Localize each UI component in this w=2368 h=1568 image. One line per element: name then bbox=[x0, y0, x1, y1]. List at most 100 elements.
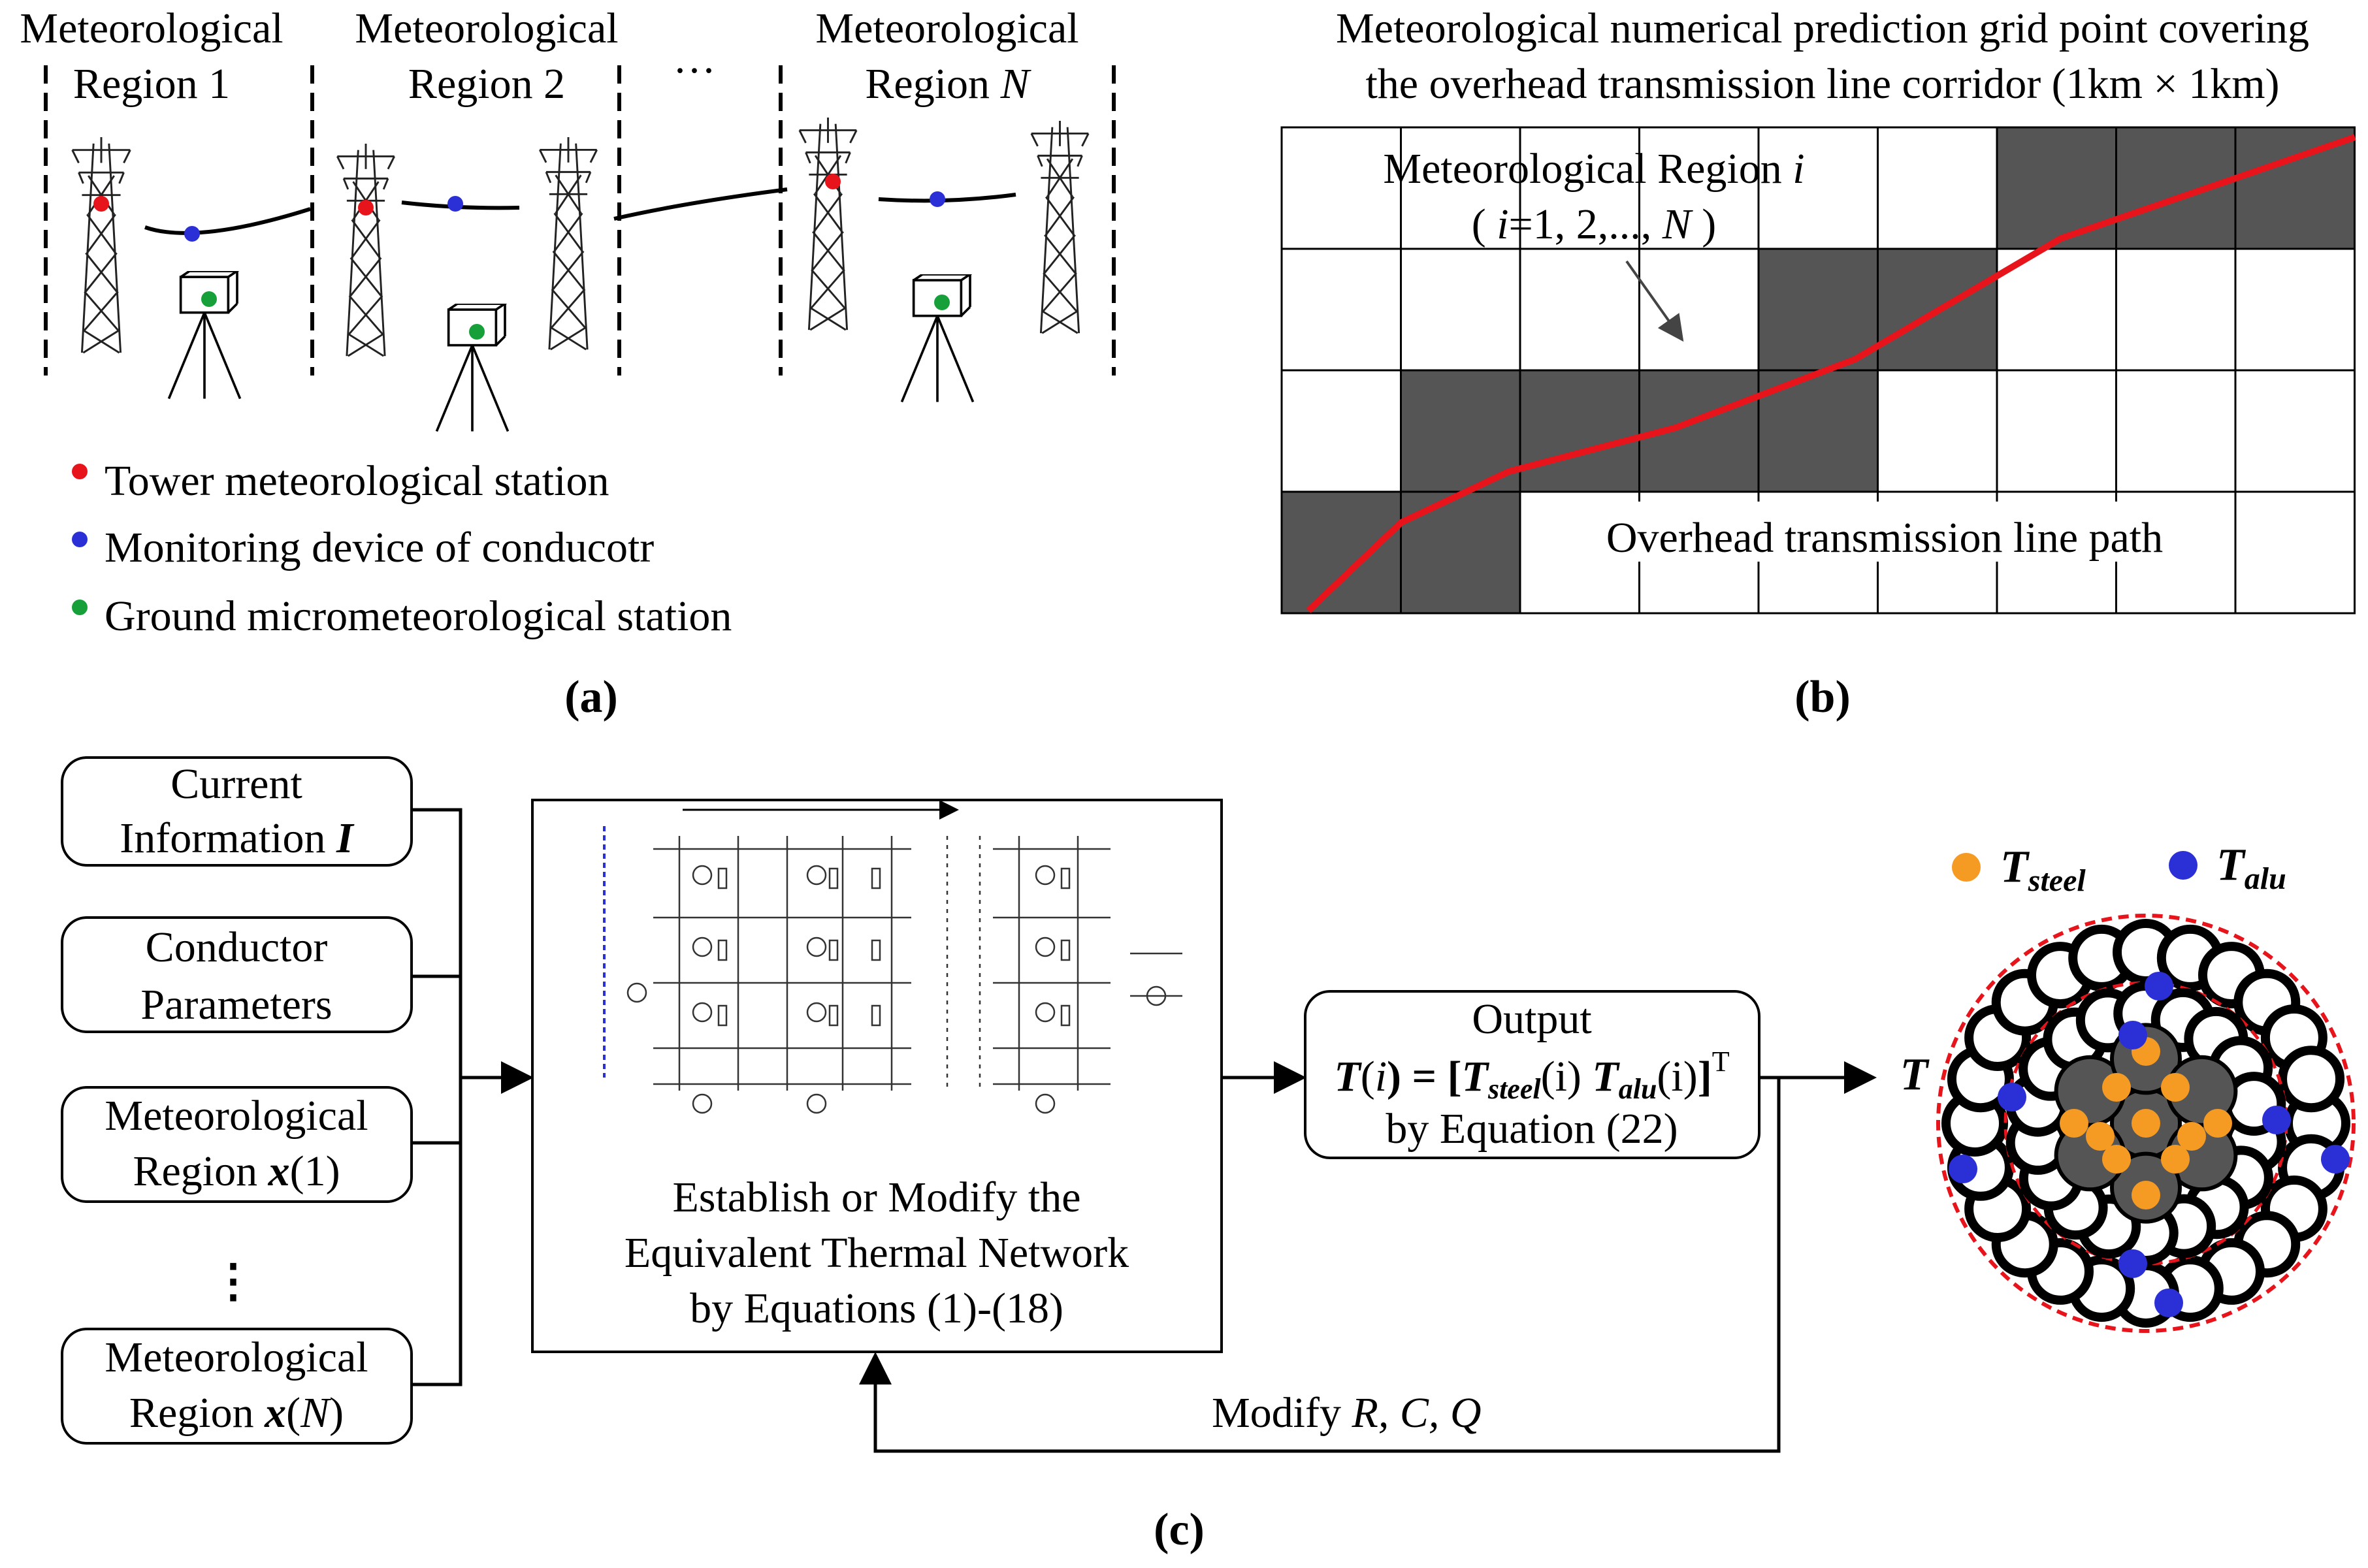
grid-cell bbox=[2115, 369, 2237, 493]
input-conductor-line2: Parameters bbox=[140, 981, 332, 1029]
transmission-tower-icon bbox=[1030, 121, 1090, 334]
input-region-1-line1: Meteorological bbox=[105, 1092, 368, 1140]
steel-temperature-point bbox=[2177, 1122, 2206, 1151]
region-i-label-line2: ( i=1, 2,..., N ) bbox=[1472, 200, 1717, 248]
grid-cell bbox=[1877, 369, 1998, 493]
grid-cell bbox=[1638, 248, 1760, 372]
region-1-title-line1: Meteorological bbox=[20, 5, 283, 52]
transmission-tower-icon bbox=[336, 144, 396, 357]
grid-cell-covered bbox=[2234, 126, 2356, 250]
grid-cell bbox=[2234, 248, 2356, 372]
steel-temperature-point bbox=[2086, 1122, 2115, 1151]
thermal-network-box bbox=[531, 799, 1223, 1353]
vertical-ellipsis: ⋮ bbox=[210, 1256, 256, 1307]
region-ellipsis: ··· bbox=[673, 47, 716, 95]
legend-label-ground-station: Ground micrometeorological station bbox=[105, 592, 732, 640]
aluminum-temperature-point bbox=[2262, 1106, 2291, 1134]
caption-c: (c) bbox=[1154, 1505, 1205, 1555]
panel-a-legend: Tower meteorological station Monitoring … bbox=[72, 457, 732, 640]
region-2-title-line1: Meteorological bbox=[355, 5, 618, 52]
panel-b-title-line2: the overhead transmission line corridor … bbox=[1365, 60, 2279, 108]
legend-red-dot bbox=[72, 464, 88, 479]
grid-cell-covered bbox=[1757, 248, 1879, 372]
legend-alu-dot bbox=[2169, 851, 2198, 880]
transmission-tower-icon bbox=[71, 137, 131, 354]
steel-temperature-point bbox=[2161, 1145, 2190, 1174]
conductor-line bbox=[878, 193, 1016, 203]
grid-cell bbox=[2234, 490, 2356, 615]
tower-station-dot bbox=[825, 174, 841, 189]
grid-cell bbox=[1877, 126, 1998, 250]
grid-cell bbox=[1519, 248, 1640, 372]
network-text-line3: by Equations (1)-(18) bbox=[690, 1285, 1063, 1332]
panel-b: Meteorological numerical prediction grid… bbox=[1280, 5, 2356, 722]
panel-b-title-line1: Meteorological numerical prediction grid… bbox=[1336, 5, 2309, 52]
transmission-tower-icon bbox=[538, 137, 598, 351]
grid-cell bbox=[1400, 248, 1521, 372]
grid-cell-covered bbox=[1400, 369, 1521, 493]
input-region-n-line1: Meteorological bbox=[105, 1334, 368, 1381]
ground-station-dot bbox=[201, 291, 217, 307]
aluminum-temperature-point bbox=[2145, 972, 2173, 1000]
grid-cell bbox=[2234, 369, 2356, 493]
feedback-label: Modify R, C, Q bbox=[1212, 1389, 1482, 1437]
aluminum-temperature-point bbox=[2118, 1249, 2147, 1278]
monitoring-device-dot bbox=[930, 191, 945, 207]
grid-cell bbox=[1280, 248, 1402, 372]
output-box bbox=[1304, 990, 1760, 1159]
output-equation: T(i) = [Tsteel(i) Talu(i)]T bbox=[1334, 1046, 1729, 1105]
path-label: Overhead transmission line path bbox=[1606, 514, 2163, 562]
input-connectors bbox=[412, 808, 534, 1386]
transmission-tower-icon bbox=[798, 118, 858, 331]
input-current-line2: Information I bbox=[120, 814, 355, 862]
grid-cell bbox=[2115, 248, 2237, 372]
ground-station-dot bbox=[934, 295, 950, 310]
panel-a: Meteorological Region 1 Meteorological R… bbox=[20, 5, 1116, 722]
grid-cell bbox=[1996, 248, 2117, 372]
output-t-symbol: T bbox=[1900, 1049, 1930, 1100]
legend-blue-dot bbox=[72, 532, 88, 547]
network-text-line2: Equivalent Thermal Network bbox=[624, 1229, 1129, 1277]
caption-b: (b) bbox=[1794, 672, 1851, 722]
conductor-line bbox=[613, 187, 788, 221]
steel-temperature-point bbox=[2060, 1109, 2088, 1138]
ground-station-dot bbox=[469, 324, 485, 340]
steel-temperature-point bbox=[2132, 1181, 2160, 1209]
steel-temperature-point bbox=[2203, 1109, 2232, 1138]
grid-cell-covered bbox=[2115, 126, 2237, 250]
region-n-title-line1: Meteorological bbox=[815, 5, 1079, 52]
legend-green-dot bbox=[72, 600, 88, 615]
ground-station-tripod-icon bbox=[900, 274, 975, 404]
legend-steel-label: Tsteel bbox=[2000, 842, 2086, 898]
ground-station-tripod-icon bbox=[435, 304, 510, 433]
output-line3: by Equation (22) bbox=[1386, 1105, 1678, 1153]
feedback-loop-arrow bbox=[859, 1078, 1781, 1453]
aluminum-temperature-point bbox=[2154, 1288, 2183, 1317]
grid-cell bbox=[1996, 369, 2117, 493]
path-label-background bbox=[1525, 502, 2208, 562]
grid-cell-covered bbox=[1400, 490, 1521, 615]
legend-alu-label: Talu bbox=[2216, 840, 2286, 896]
input-region-1-line2: Region x(1) bbox=[133, 1147, 340, 1195]
ground-station-tripod-icon bbox=[167, 271, 242, 400]
tower-station-dot bbox=[358, 200, 374, 216]
aluminum-strand-outer bbox=[2278, 1046, 2345, 1113]
region-1-title-line2: Region 1 bbox=[73, 60, 230, 108]
region-2-title-line2: Region 2 bbox=[408, 60, 565, 108]
grid-cell-covered bbox=[1280, 490, 1402, 615]
network-text-line1: Establish or Modify the bbox=[672, 1174, 1080, 1221]
aluminum-temperature-point bbox=[2321, 1145, 2350, 1174]
grid-cell-covered bbox=[1996, 126, 2117, 250]
input-current-line1: Current bbox=[170, 760, 302, 808]
input-conductor-line1: Conductor bbox=[146, 923, 328, 971]
legend-label-monitoring-device: Monitoring device of conducotr bbox=[105, 524, 654, 571]
grid-cell bbox=[1400, 126, 1521, 250]
monitoring-device-dot bbox=[447, 196, 463, 212]
grid-cell-covered bbox=[1519, 369, 1640, 493]
aluminum-temperature-point bbox=[1949, 1155, 1977, 1183]
grid-cell bbox=[1280, 126, 1402, 250]
thermal-network-schematic bbox=[603, 800, 1182, 1114]
grid-cell bbox=[1280, 369, 1402, 493]
steel-temperature-point bbox=[2161, 1073, 2190, 1102]
legend-steel-dot bbox=[1952, 853, 1981, 882]
